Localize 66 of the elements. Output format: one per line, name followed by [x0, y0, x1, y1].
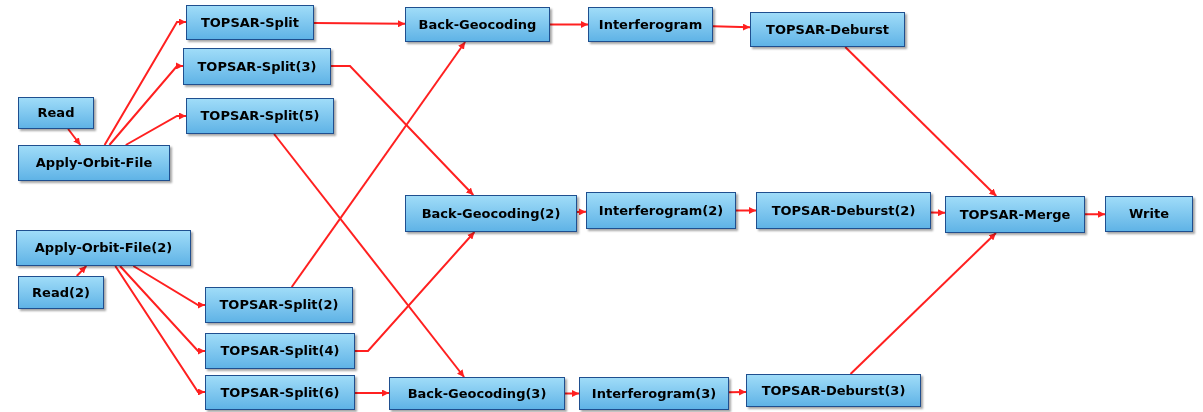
process-box: [750, 12, 905, 47]
arrow: [354, 389, 390, 397]
process-box: [205, 375, 355, 410]
process-box: [945, 196, 1085, 233]
arrow: [108, 62, 184, 146]
arrow: [844, 46, 998, 197]
node-label: Write: [1129, 205, 1169, 224]
node-label: TOPSAR-Split(6): [220, 383, 340, 402]
arrow: [849, 232, 997, 375]
arrow: [564, 390, 580, 397]
node-label: TOPSAR-Split(2): [219, 296, 339, 315]
node-label: Interferogram: [598, 15, 703, 34]
arrow: [75, 265, 88, 277]
arrow: [67, 128, 82, 146]
arrow: [290, 41, 467, 288]
arrow: [930, 209, 946, 217]
node-label: Read: [37, 104, 75, 123]
node-label: Interferogram(2): [598, 201, 724, 220]
node-label: TOPSAR-Deburst: [766, 20, 889, 39]
node-label: TOPSAR-Split(5): [200, 107, 320, 126]
process-box: [18, 145, 170, 181]
process-box: [746, 374, 921, 407]
arrow: [119, 265, 206, 355]
arrow: [728, 388, 747, 396]
process-box: [16, 230, 191, 266]
arrow: [549, 21, 589, 28]
arrow: [273, 133, 466, 378]
node-label: Interferogram(3): [591, 384, 717, 403]
process-box: [756, 192, 931, 229]
process-box: [579, 377, 729, 410]
process-box: [389, 377, 565, 410]
node-label: Apply-Orbit-File(2): [34, 239, 173, 258]
node-label: Apply-Orbit-File: [35, 154, 153, 173]
process-box: [405, 7, 550, 42]
node-label: TOPSAR-Split: [200, 13, 300, 32]
arrow: [114, 265, 206, 396]
arrow: [735, 207, 757, 214]
node-label: Back-Geocoding: [418, 15, 537, 34]
arrow: [354, 231, 476, 352]
node-label: Back-Geocoding(2): [421, 204, 561, 223]
arrow: [1084, 210, 1106, 218]
arrow: [124, 112, 187, 146]
process-box: [205, 333, 355, 369]
process-box: [586, 192, 736, 229]
process-box: [405, 195, 577, 232]
process-box: [186, 98, 334, 134]
node-label: TOPSAR-Merge: [959, 205, 1071, 224]
arrow: [132, 265, 206, 309]
process-box: [18, 97, 94, 129]
arrow: [330, 65, 475, 196]
node-label: Back-Geocoding(3): [407, 384, 547, 403]
process-box: [18, 276, 104, 309]
node-label: TOPSAR-Deburst(3): [761, 381, 906, 400]
node-label: TOPSAR-Deburst(2): [771, 201, 916, 220]
process-box: [1105, 196, 1193, 232]
process-box: [588, 7, 713, 42]
arrow: [313, 20, 406, 28]
process-box: [186, 5, 314, 40]
node-label: TOPSAR-Split(3): [197, 57, 317, 76]
arrow: [103, 18, 187, 146]
node-label: TOPSAR-Split(4): [220, 342, 340, 361]
node-label: Read(2): [32, 283, 90, 302]
process-box: [183, 48, 331, 85]
arrow: [712, 23, 751, 31]
process-box: [205, 287, 353, 323]
arrow: [576, 208, 587, 216]
